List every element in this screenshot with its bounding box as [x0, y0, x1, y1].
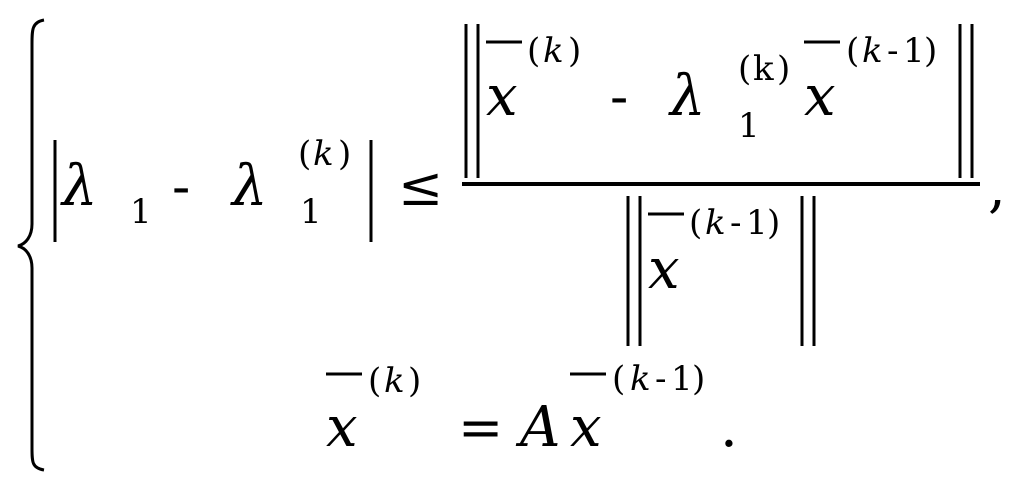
lambda-num-paren-close: ) [777, 49, 790, 89]
x-line2-rhs-superscript-one: 1 [671, 359, 693, 399]
x-line2-rhs-paren-open: ( [612, 359, 625, 399]
x-num-1-paren-open: ( [527, 31, 540, 71]
lambda-1-k-paren-open: ( [298, 134, 311, 174]
matrix-A: A [515, 395, 560, 460]
x-vector-line2: x [326, 395, 358, 460]
x-num-2-superscript-one: 1 [903, 31, 925, 71]
x-line2-paren-open: ( [368, 361, 381, 401]
lambda-num: λ [668, 64, 706, 129]
x-num-2-superscript-k: k [862, 31, 883, 71]
leq-sign: ≤ [398, 155, 443, 218]
minus-sign-2: - [610, 65, 628, 128]
x-line2-paren-close: ) [408, 361, 421, 401]
x-den-superscript-k: k [705, 203, 726, 243]
lambda-1-k-paren-close: ) [338, 134, 351, 174]
x-num-1-superscript-k: k [543, 31, 564, 71]
x-num-1-paren-close: ) [568, 31, 581, 71]
x-vector-den: x [648, 237, 680, 302]
x-den-paren-open: ( [689, 203, 702, 243]
lambda-1-k-superscript-k: k [313, 134, 334, 174]
lambda-num-superscript-k: k [753, 49, 774, 89]
minus-sign-1: - [172, 155, 190, 218]
x-num-2-superscript-minus: - [887, 31, 899, 71]
lambda-num-paren-open: ( [738, 49, 751, 89]
x-den-superscript-minus: - [730, 203, 742, 243]
x-vector-num-1: x [486, 64, 518, 129]
period: . [720, 395, 738, 460]
lambda-1-k: λ [230, 154, 268, 219]
x-line2-rhs-superscript-k: k [630, 359, 651, 399]
x-num-2-paren-close: ) [924, 31, 937, 71]
x-vector-line2-rhs: x [570, 395, 602, 460]
lambda-1: λ [60, 154, 98, 219]
x-line2-superscript-k: k [384, 361, 405, 401]
x-den-paren-close: ) [767, 203, 780, 243]
x-num-2-paren-open: ( [846, 31, 859, 71]
x-line2-rhs-superscript-minus: - [655, 359, 667, 399]
equals-sign: = [458, 396, 503, 459]
left-brace [17, 18, 45, 472]
lambda-1-subscript: 1 [130, 192, 152, 232]
x-vector-num-2: x [804, 64, 836, 129]
x-line2-rhs-paren-close: ) [692, 359, 705, 399]
x-den-superscript-one: 1 [746, 203, 768, 243]
lambda-1-k-subscript: 1 [300, 192, 322, 232]
lambda-num-subscript: 1 [738, 106, 760, 146]
comma: , [988, 155, 1006, 220]
